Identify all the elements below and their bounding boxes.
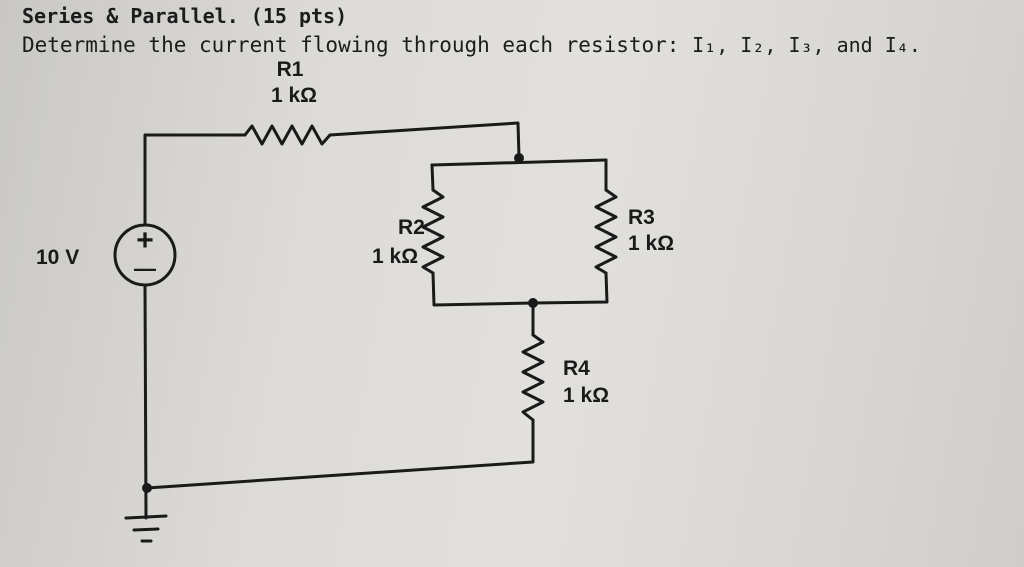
resistor-r2-symbol <box>421 188 445 275</box>
wire-source-to-ground <box>143 283 148 520</box>
r1-value-label: 1 kΩ <box>271 84 317 107</box>
source-plus-symbol: + <box>136 224 154 257</box>
ground-icon <box>124 514 168 543</box>
r2-name-label: R2 <box>398 216 425 239</box>
wire-r2-top <box>430 163 435 192</box>
resistor-r4-symbol <box>521 333 545 422</box>
prompt-text: Determine the current flowing through ea… <box>22 33 680 57</box>
r1-name-label: R1 <box>277 58 304 81</box>
wire-r2-bottom <box>431 271 535 307</box>
resistor-r1-symbol <box>243 124 332 146</box>
r4-value-label: 1 kΩ <box>563 384 609 407</box>
voltage-source-circle <box>113 223 177 287</box>
r3-value-label: 1 kΩ <box>628 232 674 255</box>
wire-bottom-return <box>145 418 535 490</box>
source-voltage-label: 10 V <box>36 246 79 269</box>
wire-left-top <box>143 133 247 227</box>
node-dot-top <box>514 153 524 163</box>
wire-r3-bottom <box>531 271 609 305</box>
r2-value-label: 1 kΩ <box>372 245 418 268</box>
node-dot-middle <box>528 298 538 308</box>
problem-prompt: Determine the current flowing through ea… <box>22 30 921 60</box>
resistor-r3-symbol <box>594 188 618 275</box>
node-dot-ground <box>142 483 152 493</box>
prompt-targets: I₁, I₂, I₃, and I₄. <box>692 33 921 57</box>
source-minus-symbol: — <box>134 256 156 281</box>
r3-name-label: R3 <box>628 206 655 229</box>
r4-name-label: R4 <box>563 357 590 380</box>
problem-header: Series & Parallel. (15 pts) Determine th… <box>22 2 921 60</box>
problem-title: Series & Parallel. (15 pts) <box>22 4 348 28</box>
wire-r1-to-node <box>328 121 521 159</box>
